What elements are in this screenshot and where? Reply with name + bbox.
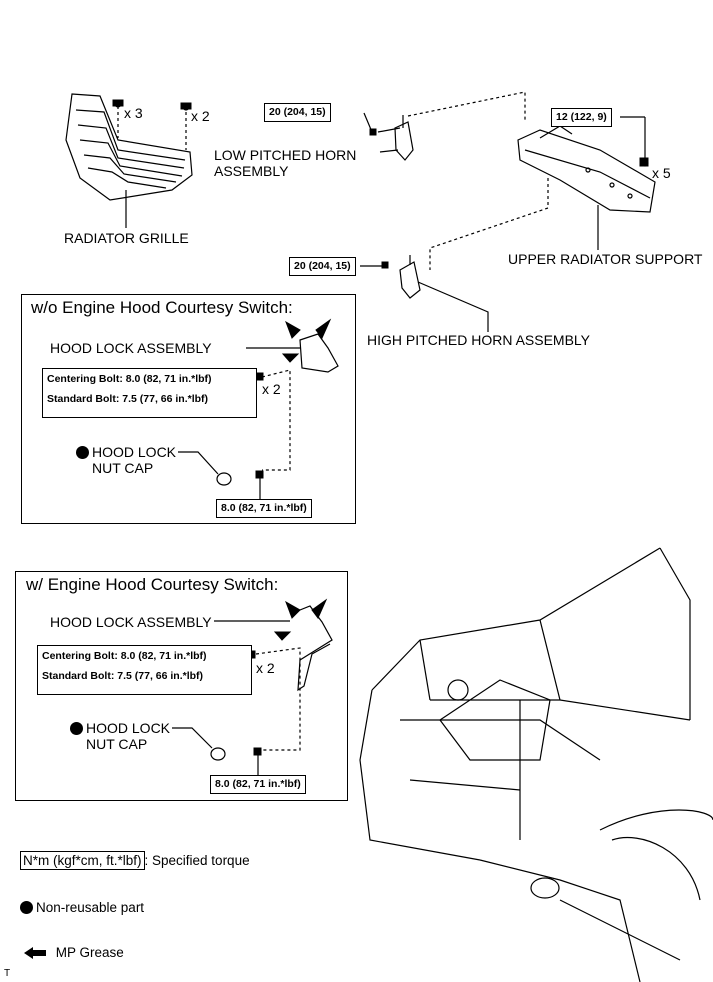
upper-radiator-support-drawing bbox=[517, 125, 656, 213]
bolt-torque-box-1: Centering Bolt: 8.0 (82, 71 in.*lbf) Sta… bbox=[42, 368, 257, 418]
hood-lock-bolt-qty-1: x 2 bbox=[262, 381, 281, 397]
hood-lock-label-2: HOOD LOCK ASSEMBLY bbox=[50, 614, 212, 630]
nut-cap-line1-2: HOOD LOCK bbox=[86, 720, 171, 736]
low-horn-label-line2: ASSEMBLY bbox=[214, 163, 289, 179]
nut-cap-line1-1: HOOD LOCK bbox=[92, 444, 177, 460]
grille-bolt-qty-b: x 2 bbox=[191, 108, 210, 124]
non-reusable-icon bbox=[76, 446, 89, 459]
support-bolt-qty: x 5 bbox=[652, 165, 671, 181]
hood-lock-label-1: HOOD LOCK ASSEMBLY bbox=[50, 340, 212, 356]
non-reusable-icon bbox=[70, 722, 83, 735]
standard-bolt-2: Standard Bolt: 7.5 (77, 66 in.*lbf) bbox=[42, 670, 204, 682]
panel-with-switch bbox=[15, 571, 348, 801]
nut-cap-line2-1: NUT CAP bbox=[92, 460, 154, 476]
legend-non-reusable-text: Non-reusable part bbox=[36, 900, 145, 915]
centering-bolt-2: Centering Bolt: 8.0 (82, 71 in.*lbf) bbox=[42, 650, 207, 662]
non-reusable-dot-icon bbox=[20, 901, 33, 914]
radiator-grille-drawing bbox=[65, 93, 193, 201]
panel-with-switch-title: w/ Engine Hood Courtesy Switch: bbox=[26, 575, 279, 594]
centering-bolt-1: Centering Bolt: 8.0 (82, 71 in.*lbf) bbox=[47, 373, 212, 385]
low-horn-drawing bbox=[394, 115, 414, 161]
legend-grease-text: MP Grease bbox=[55, 945, 124, 960]
legend-torque-unit: N*m (kgf*cm, ft.*lbf) bbox=[20, 851, 145, 870]
hood-lock-bolt-qty-2: x 2 bbox=[256, 660, 275, 676]
grille-bolt-qty-a: x 3 bbox=[124, 105, 143, 121]
panel-without-switch-title: w/o Engine Hood Courtesy Switch: bbox=[31, 298, 293, 317]
bolt-torque-box-2: Centering Bolt: 8.0 (82, 71 in.*lbf) Sta… bbox=[37, 645, 252, 695]
nut-cap-label-2: HOOD LOCK bbox=[70, 720, 170, 736]
upper-radiator-support-label: UPPER RADIATOR SUPPORT bbox=[508, 251, 703, 267]
upper-support-torque: 12 (122, 9) bbox=[551, 108, 612, 127]
nut-cap-torque-2: 8.0 (82, 71 in.*lbf) bbox=[210, 775, 306, 794]
legend-torque-desc: : Specified torque bbox=[144, 853, 250, 868]
corner-mark: T bbox=[4, 968, 11, 979]
high-horn-drawing bbox=[399, 255, 421, 299]
low-horn-label-line1: LOW PITCHED HORN bbox=[214, 147, 357, 163]
nut-cap-line2-2: NUT CAP bbox=[86, 736, 148, 752]
standard-bolt-1: Standard Bolt: 7.5 (77, 66 in.*lbf) bbox=[47, 393, 209, 405]
legend-grease: MP Grease bbox=[24, 945, 124, 961]
nut-cap-label-1: HOOD LOCK bbox=[76, 444, 176, 460]
radiator-grille-label: RADIATOR GRILLE bbox=[64, 230, 189, 246]
legend-torque: N*m (kgf*cm, ft.*lbf): Specified torque bbox=[20, 851, 250, 870]
nut-cap-torque-1: 8.0 (82, 71 in.*lbf) bbox=[216, 499, 312, 518]
high-horn-torque: 20 (204, 15) bbox=[289, 257, 356, 276]
panel-without-switch bbox=[21, 294, 356, 524]
legend-non-reusable: Non-reusable part bbox=[20, 900, 144, 916]
vehicle-front-drawing bbox=[359, 547, 713, 982]
low-horn-torque: 20 (204, 15) bbox=[264, 103, 331, 122]
grease-arrow-icon bbox=[24, 947, 46, 959]
high-horn-label: HIGH PITCHED HORN ASSEMBLY bbox=[367, 332, 591, 348]
